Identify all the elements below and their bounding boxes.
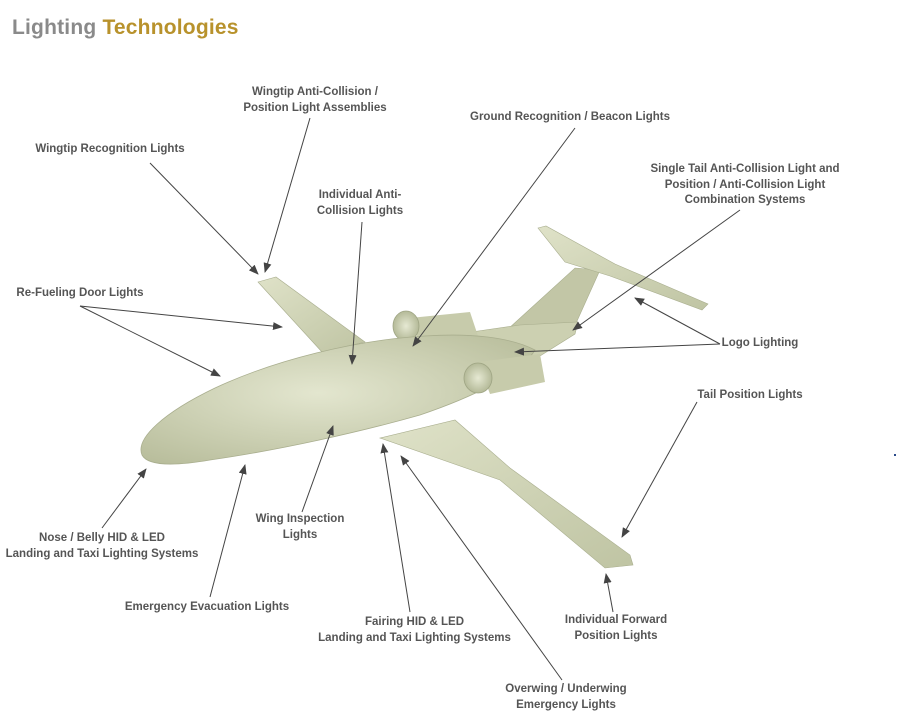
label-overwing: Overwing / Underwing Emergency Lights (505, 683, 627, 711)
leader-ground-recognition (412, 127, 576, 347)
leader-refueling-door-2 (79, 305, 221, 377)
leader-tail-position (621, 401, 698, 538)
horizontal-stabilizer (537, 225, 709, 311)
leader-individual-forward (603, 573, 614, 613)
label-individual-anti-collision: Individual Anti- Collision Lights (316, 189, 404, 217)
engine-lower-pylon (478, 354, 545, 394)
aircraft (140, 225, 709, 569)
label-logo-lighting: Logo Lighting (721, 337, 799, 349)
leader-individual-anti-collision (348, 221, 363, 365)
edge-dot (894, 454, 896, 456)
title-part-2: Technologies (102, 16, 239, 39)
leader-logo-lighting-2 (514, 343, 721, 356)
leader-wing-inspection (301, 425, 334, 513)
leader-lines (79, 117, 741, 681)
leader-nose-belly (101, 468, 147, 529)
label-fairing: Fairing HID & LED Landing and Taxi Light… (318, 616, 511, 644)
leader-refueling-door-1 (79, 305, 283, 331)
label-nose-belly: Nose / Belly HID & LED Landing and Taxi … (5, 532, 199, 560)
page-title: Lighting Technologies (12, 16, 239, 40)
label-wingtip-anti-collision: Wingtip Anti-Collision / Position Light … (243, 86, 387, 114)
left-wing (257, 276, 366, 353)
title-part-1: Lighting (12, 16, 97, 39)
label-emergency-evacuation: Emergency Evacuation Lights (124, 601, 290, 613)
label-individual-forward: Individual Forward Position Lights (564, 614, 668, 642)
fuselage (140, 334, 536, 465)
leader-fairing (380, 443, 411, 613)
label-wingtip-recognition: Wingtip Recognition Lights (35, 143, 185, 155)
label-tail-position: Tail Position Lights (697, 389, 803, 401)
leader-wingtip-anti-collision (263, 117, 311, 273)
label-wing-inspection: Wing Inspection Lights (255, 513, 345, 541)
label-single-tail: Single Tail Anti-Collision Light and Pos… (650, 163, 840, 206)
label-refueling-door: Re-Fueling Door Lights (16, 287, 144, 299)
leader-wingtip-recognition (149, 162, 259, 275)
label-ground-recognition: Ground Recognition / Beacon Lights (470, 111, 670, 123)
leader-logo-lighting-1 (634, 297, 721, 345)
leader-single-tail (572, 209, 741, 331)
leader-emergency-evacuation (209, 464, 247, 598)
right-wing (378, 419, 634, 569)
engine-lower (463, 362, 493, 394)
leader-overwing (400, 455, 563, 681)
